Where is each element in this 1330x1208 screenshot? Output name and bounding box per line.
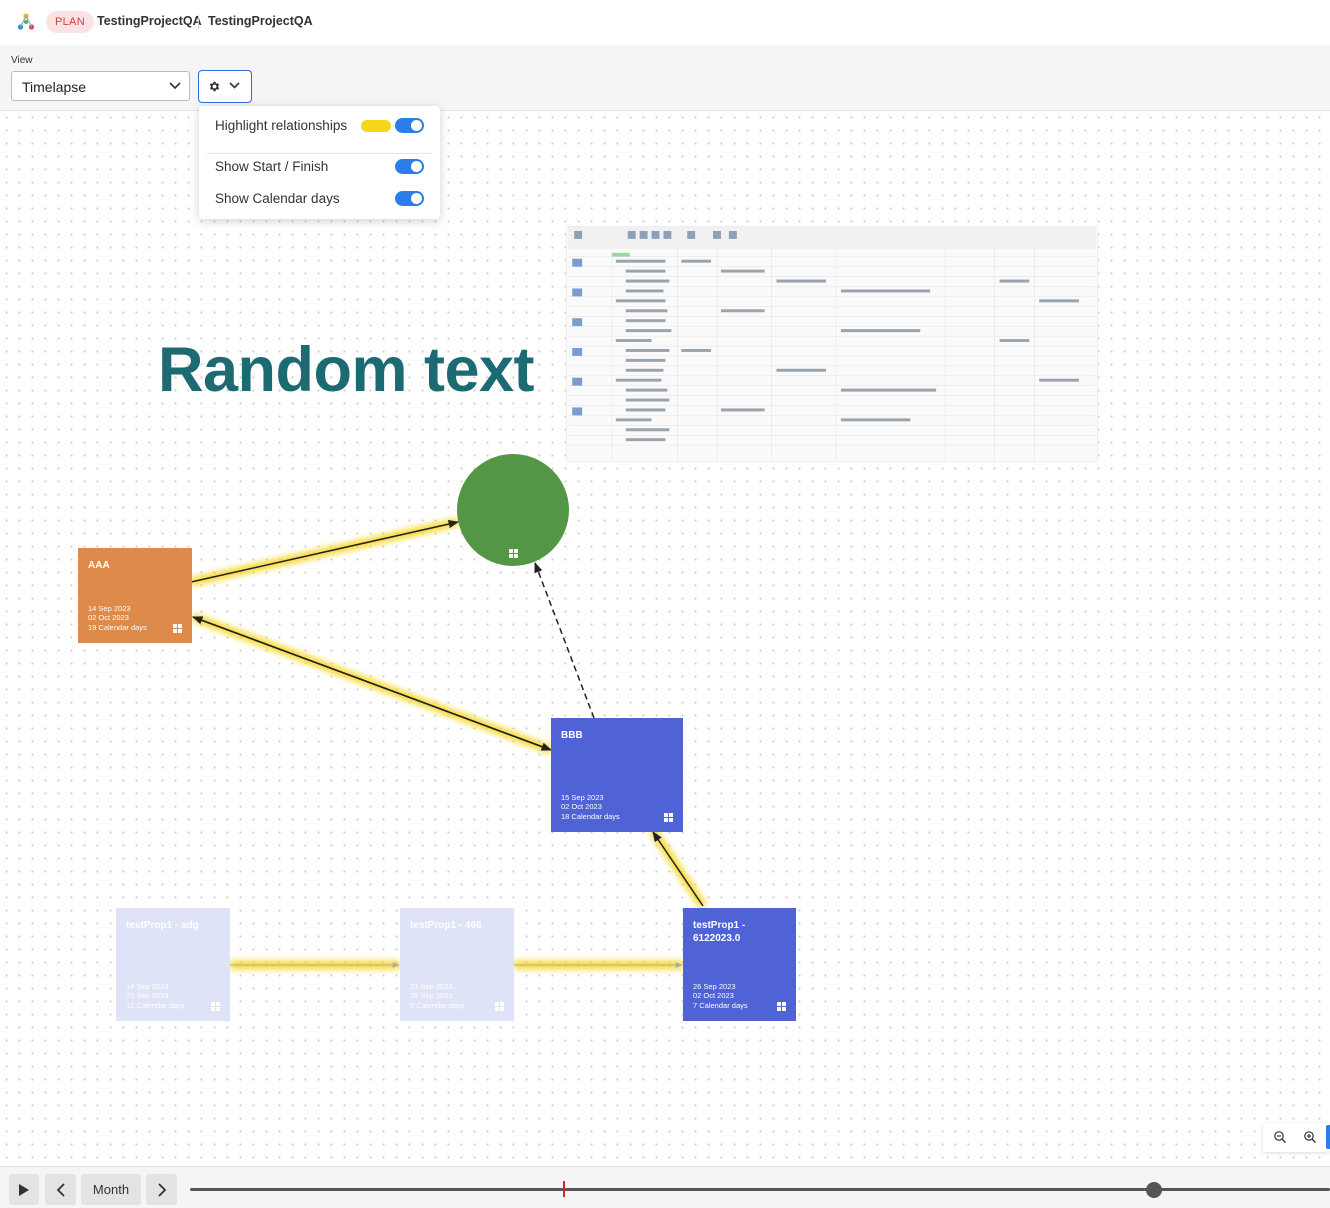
task-duration: 19 Calendar days: [88, 622, 147, 632]
task-start: 15 Sep 2023: [561, 792, 604, 802]
task-card-testprop1-6122023[interactable]: testProp1 - 6122023.0 26 Sep 2023 02 Oct…: [683, 908, 796, 1021]
task-title: testProp1 - adg: [126, 920, 199, 931]
task-finish: 02 Oct 2023: [693, 991, 734, 1000]
task-start: 21 Sep 2023: [410, 981, 453, 991]
fit-view-button[interactable]: [1326, 1125, 1330, 1149]
task-card-bbb[interactable]: BBB 15 Sep 2023 02 Oct 2023 18 Calendar …: [551, 718, 683, 832]
settings-button[interactable]: [198, 70, 252, 103]
task-dates: 21 Sep 2023 25 Sep 2023 5 Calendar days: [410, 982, 465, 1011]
grid-icon[interactable]: [495, 1002, 504, 1011]
period-select-button[interactable]: Month: [81, 1174, 141, 1205]
view-select-value: Timelapse: [22, 79, 87, 95]
timeline-track[interactable]: [190, 1188, 1330, 1191]
task-start: 26 Sep 2023: [693, 981, 736, 991]
grid-icon[interactable]: [211, 1002, 220, 1011]
task-duration: 7 Calendar days: [693, 1000, 748, 1010]
grid-icon[interactable]: [664, 813, 673, 822]
project-name[interactable]: TestingProjectQA: [97, 14, 202, 28]
task-dates: 26 Sep 2023 02 Oct 2023 7 Calendar days: [693, 982, 748, 1011]
popup-divider: [207, 153, 432, 154]
chevron-down-icon: [169, 82, 181, 90]
grid-icon[interactable]: [173, 624, 182, 633]
gear-icon: [209, 81, 220, 92]
task-card-aaa[interactable]: AAA 14 Sep 2023 02 Oct 2023 19 Calendar …: [78, 548, 192, 643]
app-logo-icon[interactable]: [16, 12, 36, 32]
task-finish: 25 Sep 2023: [126, 991, 169, 1000]
chevron-right-icon: [157, 1182, 166, 1197]
show-calendar-days-label: Show Calendar days: [215, 191, 340, 206]
canvas-text-note[interactable]: Random text: [158, 335, 535, 405]
chevron-left-icon: [56, 1182, 65, 1197]
today-marker: [563, 1181, 565, 1197]
play-icon: [19, 1183, 29, 1196]
task-finish: 25 Sep 2023: [410, 991, 453, 1000]
zoom-in-icon[interactable]: [1303, 1130, 1317, 1144]
task-duration: 18 Calendar days: [561, 811, 620, 821]
task-card-testprop1-466[interactable]: testProp1 - 466 21 Sep 2023 25 Sep 2023 …: [400, 908, 514, 1021]
task-dates: 15 Sep 2023 02 Oct 2023 18 Calendar days: [561, 793, 620, 822]
timeline-bar: Month: [0, 1166, 1330, 1208]
task-card-testprop1-adg[interactable]: testProp1 - adg 14 Sep 2023 25 Sep 2023 …: [116, 908, 230, 1021]
task-title: BBB: [561, 730, 583, 741]
view-settings-popup: Highlight relationships Show Start / Fin…: [199, 106, 440, 219]
show-start-finish-label: Show Start / Finish: [215, 159, 329, 174]
breadcrumb-current[interactable]: TestingProjectQA: [208, 14, 313, 28]
highlight-relationships-label: Highlight relationships: [215, 118, 348, 133]
view-label: View: [11, 55, 33, 66]
task-finish: 02 Oct 2023: [88, 613, 129, 622]
timeline-slider-handle[interactable]: [1146, 1182, 1162, 1198]
play-button[interactable]: [9, 1174, 39, 1205]
previous-period-button[interactable]: [45, 1174, 76, 1205]
zoom-out-icon[interactable]: [1273, 1130, 1287, 1144]
show-start-finish-toggle[interactable]: [395, 159, 424, 174]
app-header: PLAN TestingProjectQA TestingProjectQA: [0, 0, 1330, 45]
chevron-down-icon: [229, 82, 240, 89]
task-dates: 14 Sep 2023 02 Oct 2023 19 Calendar days: [88, 604, 147, 633]
show-calendar-days-toggle[interactable]: [395, 191, 424, 206]
task-start: 14 Sep 2023: [126, 981, 169, 991]
task-title: testProp1 - 466: [410, 920, 482, 931]
plan-badge: PLAN: [46, 11, 94, 33]
zoom-controls: [1263, 1123, 1330, 1152]
grid-icon[interactable]: [509, 549, 518, 558]
task-title: AAA: [88, 560, 110, 571]
view-toolbar: View Timelapse: [0, 45, 1330, 111]
task-title: testProp1 - 6122023.0: [693, 920, 746, 944]
grid-icon[interactable]: [777, 1002, 786, 1011]
spreadsheet-image[interactable]: [566, 226, 1098, 462]
highlight-color-swatch[interactable]: [361, 120, 391, 132]
task-dates: 14 Sep 2023 25 Sep 2023 12 Calendar days: [126, 982, 185, 1011]
task-start: 14 Sep 2023: [88, 603, 131, 613]
breadcrumb-divider: [198, 15, 199, 29]
task-finish: 02 Oct 2023: [561, 802, 602, 811]
next-period-button[interactable]: [146, 1174, 177, 1205]
milestone-circle[interactable]: [457, 454, 569, 566]
task-duration: 5 Calendar days: [410, 1000, 465, 1010]
highlight-relationships-toggle[interactable]: [395, 118, 424, 133]
task-duration: 12 Calendar days: [126, 1000, 185, 1010]
view-select[interactable]: Timelapse: [11, 71, 190, 101]
